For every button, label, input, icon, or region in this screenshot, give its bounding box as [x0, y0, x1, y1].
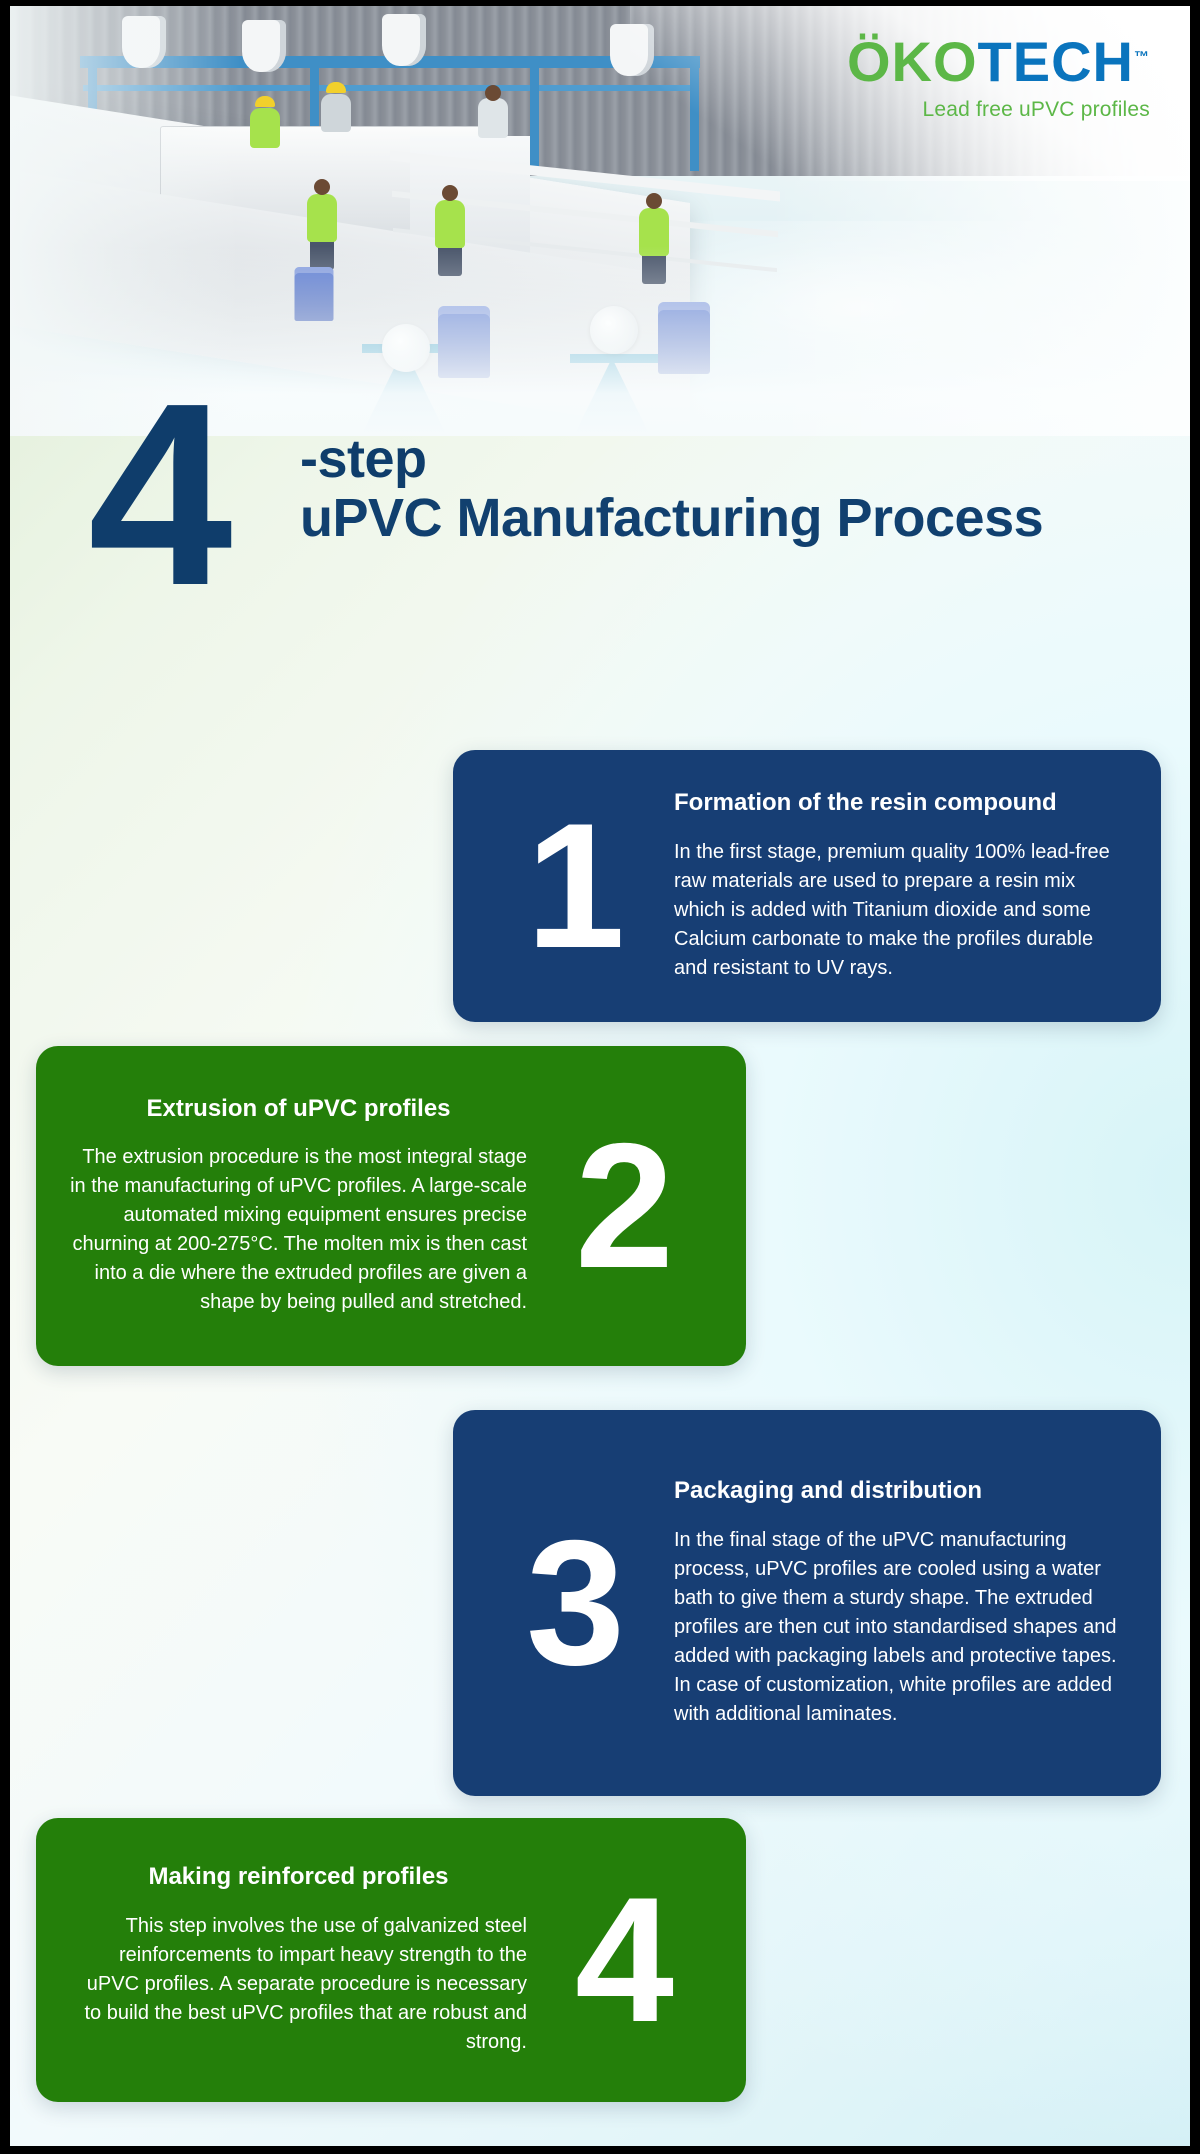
worker	[646, 193, 662, 209]
step-body-1: Formation of the resin compound In the f…	[668, 789, 1131, 983]
step-number-2: 2	[575, 1106, 674, 1305]
headline-line-1: -step	[300, 429, 427, 489]
safety-helmet	[255, 96, 275, 107]
okotech-logo[interactable]: ÖKOTECH™ Lead free uPVC profiles	[847, 34, 1150, 121]
worker	[250, 108, 280, 148]
headline-big-number: 4	[88, 350, 233, 640]
step-card-3[interactable]: 3 Packaging and distribution In the fina…	[453, 1410, 1161, 1796]
step-number-1: 1	[526, 786, 625, 985]
logo-oko-text: ÖKO	[846, 30, 978, 93]
gantry-post	[530, 61, 539, 171]
trademark-symbol: ™	[1134, 48, 1150, 66]
step-description-1: In the first stage, premium quality 100%…	[674, 840, 1110, 979]
worker	[321, 94, 351, 132]
step-number-4: 4	[575, 1860, 674, 2059]
step-card-2[interactable]: 2 Extrusion of uPVC profiles The extrusi…	[36, 1046, 746, 1366]
infographic-canvas: ÖKOTECH™ Lead free uPVC profiles 4 -step…	[10, 6, 1190, 2146]
step-title-4: Making reinforced profiles	[148, 1863, 449, 1891]
worker	[442, 185, 458, 201]
step-description-4: This step involves the use of galvanized…	[84, 1914, 528, 2053]
worker	[485, 85, 501, 101]
material-hopper	[242, 20, 286, 72]
step-title-1: Formation of the resin compound	[674, 789, 1057, 817]
headline-line-2: uPVC Manufacturing Process	[300, 488, 1044, 549]
worker	[478, 98, 508, 138]
step-card-1[interactable]: 1 Formation of the resin compound In the…	[453, 750, 1161, 1022]
logo-wordmark: ÖKOTECH™	[847, 34, 1150, 90]
step-number-3: 3	[526, 1503, 625, 1702]
logo-tagline: Lead free uPVC profiles	[922, 98, 1150, 121]
step-body-3: Packaging and distribution In the final …	[668, 1477, 1131, 1729]
photo-left-fade	[10, 6, 240, 436]
headline-lines: -step uPVC Manufacturing Process	[300, 429, 1044, 549]
step-description-2: The extrusion procedure is the most inte…	[70, 1146, 527, 1314]
step-title-3: Packaging and distribution	[674, 1477, 983, 1505]
hero-factory-photo	[10, 6, 1190, 436]
step-body-4: Making reinforced profiles This step inv…	[70, 1863, 537, 2057]
worker	[435, 200, 465, 248]
gantry-post	[310, 61, 319, 171]
worker	[314, 179, 330, 195]
step-card-4[interactable]: 4 Making reinforced profiles This step i…	[36, 1818, 746, 2102]
logo-tech-text: TECH	[977, 30, 1134, 93]
worker	[307, 194, 337, 242]
safety-helmet	[326, 82, 346, 93]
step-body-2: Extrusion of uPVC profiles The extrusion…	[70, 1095, 537, 1318]
step-title-2: Extrusion of uPVC profiles	[146, 1094, 451, 1122]
material-hopper	[382, 14, 426, 66]
photo-logo-fade	[630, 6, 1190, 181]
step-description-3: In the final stage of the uPVC manufactu…	[674, 1528, 1117, 1725]
